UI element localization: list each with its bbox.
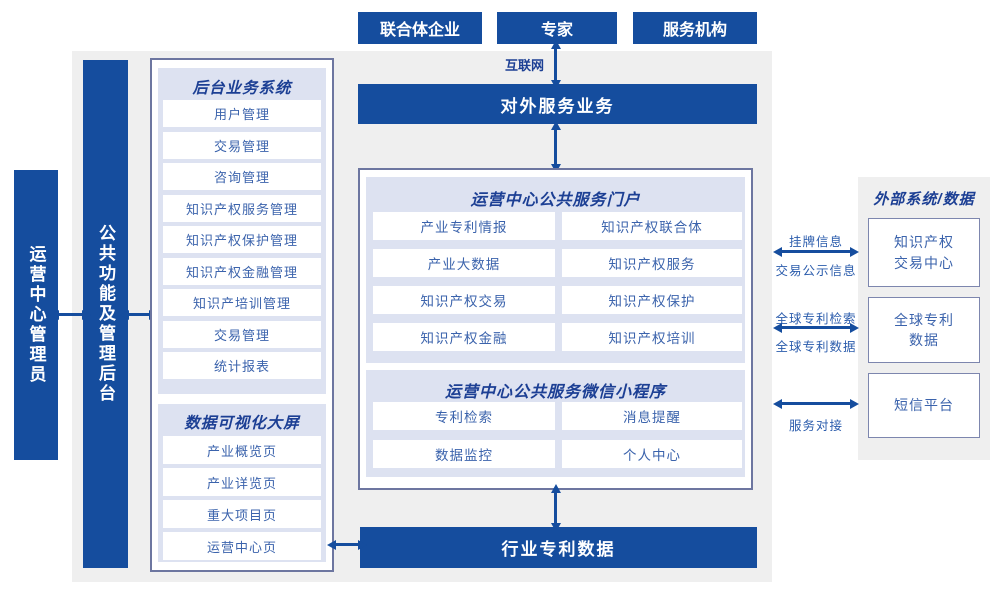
- external-service-bar: 对外服务业务: [358, 84, 757, 124]
- list-item: 知识产权联合体: [562, 212, 742, 240]
- extbox-line: 短信平台: [894, 397, 954, 414]
- extbox-line: 交易中心: [894, 254, 954, 271]
- visualization-items: 产业概览页 产业详览页 重大项目页 运营中心页: [163, 436, 321, 560]
- list-item: 专利检索: [373, 402, 555, 430]
- list-item: 知识产权服务管理: [163, 194, 321, 222]
- portal-title: 运营中心公共服务门户: [470, 192, 641, 209]
- double-arrow-ip-trading-icon: [781, 250, 851, 253]
- list-item: 交易管理: [163, 320, 321, 348]
- miniapp-items: 专利检索 消息提醒 数据监控 个人中心: [373, 402, 742, 468]
- list-item: 知识产权保护管理: [163, 226, 321, 253]
- double-arrow-backend-panel-icon: [128, 313, 150, 316]
- backend-system-title: 后台业务系统: [192, 80, 292, 97]
- list-item: 产业大数据: [373, 249, 555, 277]
- center-service-box: 运营中心公共服务门户 产业专利情报 知识产权联合体 产业大数据 知识产权服务 知…: [358, 168, 753, 490]
- portal-items: 产业专利情报 知识产权联合体 产业大数据 知识产权服务 知识产权交易 知识产权保…: [373, 212, 742, 351]
- list-item: 统计报表: [163, 352, 321, 379]
- double-arrow-admin-backend-icon: [58, 313, 83, 316]
- actor-label: 联合体企业: [379, 22, 460, 39]
- external-box-ip-trading-center: 知识产权 交易中心: [868, 218, 980, 287]
- list-item: 个人中心: [562, 440, 742, 468]
- external-box-global-patent-data: 全球专利 数据: [868, 297, 980, 363]
- backend-system-items: 用户管理 交易管理 咨询管理 知识产权服务管理 知识产权保护管理 知识产权金融管…: [163, 100, 321, 379]
- rail-label: 公共功能及管理后台: [96, 224, 115, 404]
- external-panel-title: 外部系统/数据: [873, 191, 975, 208]
- visualization-title: 数据可视化大屏: [184, 415, 300, 432]
- list-item: 用户管理: [163, 100, 321, 127]
- industry-patent-bar: 行业专利数据: [360, 527, 757, 568]
- bar-label: 对外服务业务: [500, 96, 615, 116]
- list-item: 知识产权服务: [562, 249, 742, 277]
- list-item: 消息提醒: [562, 402, 742, 430]
- double-arrow-portal-patent-icon: [554, 492, 557, 524]
- list-item: 知识产权金融: [373, 323, 555, 351]
- actor-label: 服务机构: [662, 22, 727, 39]
- list-item: 知识产权交易: [373, 286, 555, 314]
- rail-label: 运营中心管理员: [26, 245, 46, 385]
- extbox-line: 数据: [909, 332, 939, 348]
- link-label-transaction-publicity: 交易公示信息: [775, 264, 857, 278]
- list-item: 重大项目页: [163, 500, 321, 528]
- portal-panel: 运营中心公共服务门户 产业专利情报 知识产权联合体 产业大数据 知识产权服务 知…: [366, 177, 745, 363]
- list-item: 数据监控: [373, 440, 555, 468]
- miniapp-title: 运营中心公共服务微信小程序: [444, 384, 666, 401]
- left-system-box: 后台业务系统 用户管理 交易管理 咨询管理 知识产权服务管理 知识产权保护管理 …: [150, 58, 334, 572]
- actor-label: 专家: [540, 22, 573, 39]
- double-arrow-sms-icon: [781, 402, 851, 405]
- list-item: 知识产权金融管理: [163, 257, 321, 285]
- actor-consortium-enterprise: 联合体企业: [358, 12, 482, 44]
- link-label-service-docking: 服务对接: [788, 419, 843, 433]
- visualization-panel: 数据可视化大屏 产业概览页 产业详览页 重大项目页 运营中心页: [158, 404, 326, 562]
- extbox-line: 知识产权: [894, 234, 954, 251]
- backend-system-panel: 后台业务系统 用户管理 交易管理 咨询管理 知识产权服务管理 知识产权保护管理 …: [158, 68, 326, 394]
- link-label-global-patent-search: 全球专利检索: [775, 312, 857, 326]
- actor-expert: 专家: [497, 12, 617, 44]
- list-item: 运营中心页: [163, 532, 321, 560]
- list-item: 产业概览页: [163, 436, 321, 464]
- list-item: 产业详览页: [163, 468, 321, 496]
- list-item: 知识产权培训: [562, 323, 742, 351]
- internet-label: 互联网: [504, 58, 544, 73]
- link-label-listing-info: 挂牌信息: [788, 235, 843, 249]
- external-box-sms-platform: 短信平台: [868, 373, 980, 438]
- list-item: 咨询管理: [163, 163, 321, 190]
- actor-service-organization: 服务机构: [633, 12, 757, 44]
- double-arrow-service-portal-icon: [554, 129, 557, 165]
- list-item: 产业专利情报: [373, 212, 555, 240]
- extbox-line: 全球专利: [894, 311, 954, 328]
- double-arrow-global-patent-icon: [781, 326, 851, 329]
- list-item: 交易管理: [163, 131, 321, 159]
- double-arrow-visualization-patent-icon: [335, 543, 359, 546]
- list-item: 知识产培训管理: [163, 289, 321, 316]
- link-label-global-patent-data: 全球专利数据: [775, 340, 857, 354]
- miniapp-panel: 运营中心公共服务微信小程序 专利检索 消息提醒 数据监控 个人中心: [366, 370, 745, 477]
- list-item: 知识产权保护: [562, 286, 742, 314]
- double-arrow-internet-icon: [554, 48, 557, 81]
- bar-label: 行业专利数据: [501, 540, 616, 559]
